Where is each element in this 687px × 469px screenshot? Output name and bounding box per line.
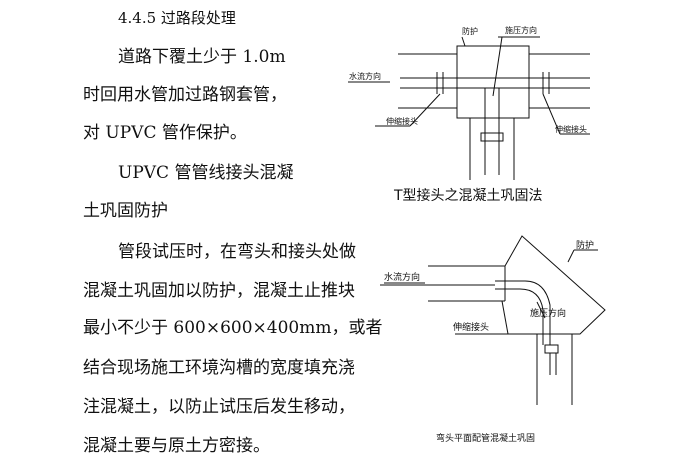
paragraph-line: 道路下覆土少于 1.0m: [118, 47, 286, 67]
paragraph-line: 对 UPVC 管作保护。: [83, 123, 247, 143]
paragraph-line: 结合现场施工环境沟槽的宽度填充浇: [83, 358, 355, 378]
subheading-line: UPVC 管管线接头混凝: [118, 163, 294, 183]
label-expansion-joint: 伸缩接头: [453, 321, 489, 333]
t-joint-diagram: [348, 36, 590, 180]
paragraph-line: 混凝土巩固加以防护，混凝土止推块: [83, 281, 355, 301]
label-expansion-joint: 伸缩接头: [555, 124, 587, 134]
label-expansion-joint: 伸缩接头: [386, 116, 418, 126]
elbow-diagram: [380, 235, 606, 405]
label-protection: 防护: [576, 239, 594, 251]
subheading-line: 土巩固防护: [83, 201, 168, 221]
figure1-caption: T型接头之混凝土巩固法: [393, 187, 543, 204]
figure2-caption: 弯头平面配管混凝土巩固: [436, 432, 535, 444]
paragraph-line: 注混凝土，以防止试压后发生移动，: [83, 397, 355, 417]
label-protection: 防护: [462, 26, 478, 36]
label-pressure-direction: 施压方向: [505, 25, 537, 35]
paragraph-line: 混凝土要与原土方密接。: [83, 436, 270, 456]
paragraph-line: 时回用水管加过路钢套管，: [83, 85, 287, 105]
section-heading: 4.4.5 过路段处理: [118, 9, 236, 27]
label-water-flow: 水流方向: [384, 271, 420, 283]
label-water-flow: 水流方向: [349, 71, 381, 81]
paragraph-line: 管段试压时，在弯头和接头处做: [118, 242, 356, 262]
label-pressure-direction: 施压方向: [530, 307, 566, 319]
paragraph-line: 最小不少于 600×600×400mm，或者: [83, 318, 383, 338]
